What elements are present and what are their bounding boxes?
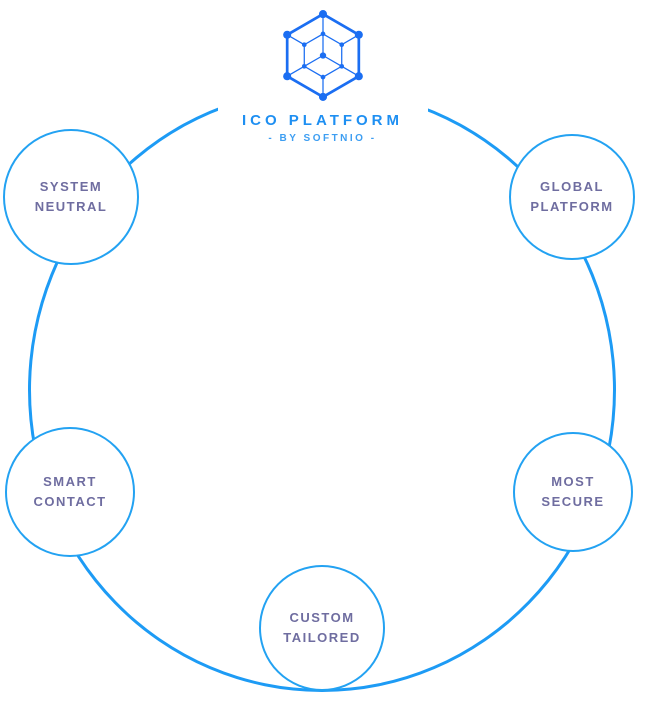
node-label-line: SECURE	[541, 494, 605, 509]
hexagon-network-icon	[282, 10, 363, 101]
node-label-line: SMART	[43, 473, 97, 489]
diagram-subtitle: - BY SOFTNIO -	[268, 133, 377, 144]
node-label-line: CUSTOM	[289, 609, 355, 625]
diagram-title: ICO PLATFORM	[241, 112, 404, 129]
node-label-line: TAILORED	[283, 630, 361, 645]
node-label-line: MOST	[551, 473, 595, 489]
logo-block: ICO PLATFORM - BY SOFTNIO -	[217, 0, 428, 156]
node-label-line: CONTACT	[33, 494, 107, 509]
node-label-line: GLOBAL	[540, 178, 604, 194]
node-most-secure: MOST SECURE	[513, 432, 633, 552]
node-label-line: SYSTEM	[39, 178, 103, 194]
node-smart-contact: SMART CONTACT	[5, 427, 135, 557]
node-label-line: NEUTRAL	[34, 199, 108, 214]
node-global-platform: GLOBAL PLATFORM	[509, 134, 635, 260]
node-label-line: PLATFORM	[530, 199, 614, 214]
node-system-neutral: SYSTEM NEUTRAL	[3, 129, 139, 265]
node-custom-tailored: CUSTOM TAILORED	[259, 565, 385, 691]
